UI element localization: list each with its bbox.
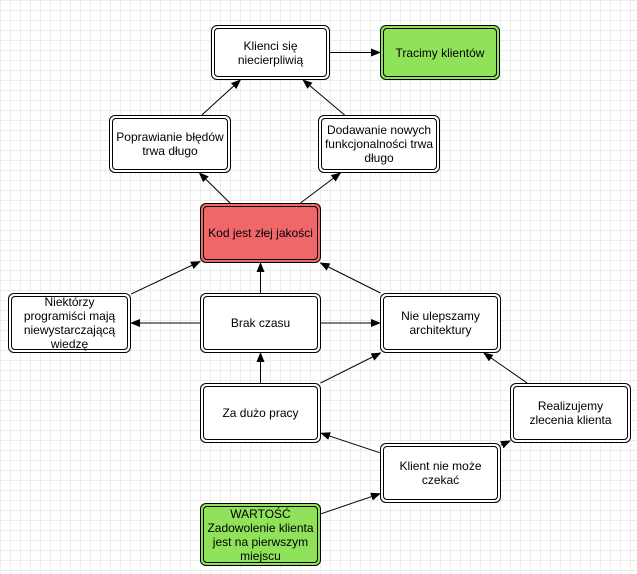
node-kod-zlej-jakosci[interactable]: Kod jest złej jakości — [200, 203, 321, 263]
node-label: Tracimy klientów — [395, 45, 485, 60]
edge-kod_zlej_jakosci-to-poprawianie_bledow — [198, 172, 231, 204]
node-za-duzo-pracy[interactable]: Za dużo pracy — [200, 383, 321, 443]
edge-nie_ulepszamy-to-kod_zlej_jakosci — [319, 262, 381, 294]
edge-klient_nie_moze-to-realizujemy_zlecenia — [500, 440, 511, 449]
node-tracimy-klientow[interactable]: Tracimy klientów — [380, 25, 500, 80]
edge-klient_nie_moze-to-za_duzo_pracy — [320, 432, 381, 454]
edge-niektorzy_programisci-to-kod_zlej_jakosci — [130, 261, 201, 295]
node-label: Kod jest złej jakości — [208, 226, 313, 240]
edge-za_duzo_pracy-to-nie_ulepszamy — [320, 352, 382, 384]
edge-kod_zlej_jakosci-to-dodawanie_funkcji — [300, 172, 342, 204]
edge-poprawianie_bledow-to-klienci_niecierpliwi — [201, 79, 242, 116]
node-label: Za dużo pracy — [222, 406, 299, 420]
edge-dodawanie_funkcji-to-klienci_niecierpliwi — [302, 79, 345, 116]
edge-wartosc-to-klient_nie_moze — [320, 492, 381, 515]
node-label: Brak czasu — [230, 316, 291, 330]
edge-realizujemy_zlecenia-to-nie_ulepszamy — [483, 352, 528, 384]
node-brak-czasu[interactable]: Brak czasu — [200, 293, 321, 353]
